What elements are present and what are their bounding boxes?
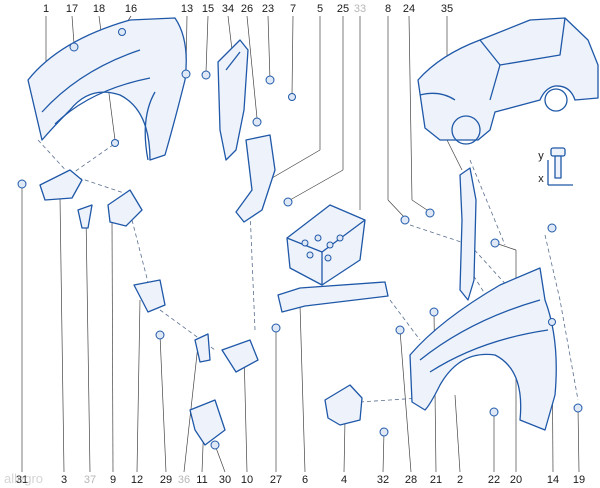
right-strip <box>459 167 477 301</box>
callout-29: 29 <box>159 474 173 486</box>
callout-37: 37 <box>83 474 97 486</box>
callout-19: 19 <box>572 474 586 486</box>
callout-3: 3 <box>60 474 68 486</box>
callout-34: 34 <box>221 3 235 15</box>
callout-31: 31 <box>15 474 29 486</box>
callout-23: 23 <box>261 3 275 15</box>
callout-33: 33 <box>353 3 367 15</box>
fender-strip <box>217 39 249 161</box>
callout-35: 35 <box>440 3 454 15</box>
callout-9: 9 <box>109 474 117 486</box>
leader-lines <box>21 15 580 473</box>
callout-26: 26 <box>240 3 254 15</box>
axis-label-y: y <box>538 150 544 162</box>
long-rail <box>277 281 389 313</box>
mid-brackets <box>189 333 259 446</box>
callout-17: 17 <box>65 3 79 15</box>
screw-detail <box>547 147 573 186</box>
callout-7: 7 <box>289 3 297 15</box>
callout-21: 21 <box>429 474 443 486</box>
callout-20: 20 <box>509 474 523 486</box>
callout-13: 13 <box>180 3 194 15</box>
callout-10: 10 <box>240 474 254 486</box>
callout-8: 8 <box>384 3 392 15</box>
callout-15: 15 <box>201 3 215 15</box>
fasteners <box>17 28 583 450</box>
callout-14: 14 <box>546 474 560 486</box>
callout-27: 27 <box>269 474 283 486</box>
watermark: allegro <box>4 471 44 486</box>
right-fender <box>409 267 557 431</box>
inner-bracket <box>235 134 276 223</box>
left-fender <box>27 17 187 161</box>
callout-2: 2 <box>456 474 464 486</box>
callout-1: 1 <box>42 3 50 15</box>
car-sketch <box>417 17 599 145</box>
callout-12: 12 <box>130 474 144 486</box>
callout-4: 4 <box>340 474 348 486</box>
axis-label-x: x <box>538 173 544 185</box>
callout-24: 24 <box>402 3 416 15</box>
callout-28: 28 <box>404 474 418 486</box>
callout-6: 6 <box>301 474 309 486</box>
callout-30: 30 <box>218 474 232 486</box>
splash-bracket <box>324 384 363 426</box>
callout-36: 36 <box>177 474 191 486</box>
callout-18: 18 <box>92 3 106 15</box>
left-brackets <box>39 169 166 313</box>
callout-25: 25 <box>336 3 350 15</box>
callout-16: 16 <box>124 3 138 15</box>
callout-5: 5 <box>316 3 324 15</box>
callout-22: 22 <box>487 474 501 486</box>
callout-11: 11 <box>196 474 208 486</box>
clip-box <box>286 204 366 286</box>
callout-32: 32 <box>376 474 390 486</box>
